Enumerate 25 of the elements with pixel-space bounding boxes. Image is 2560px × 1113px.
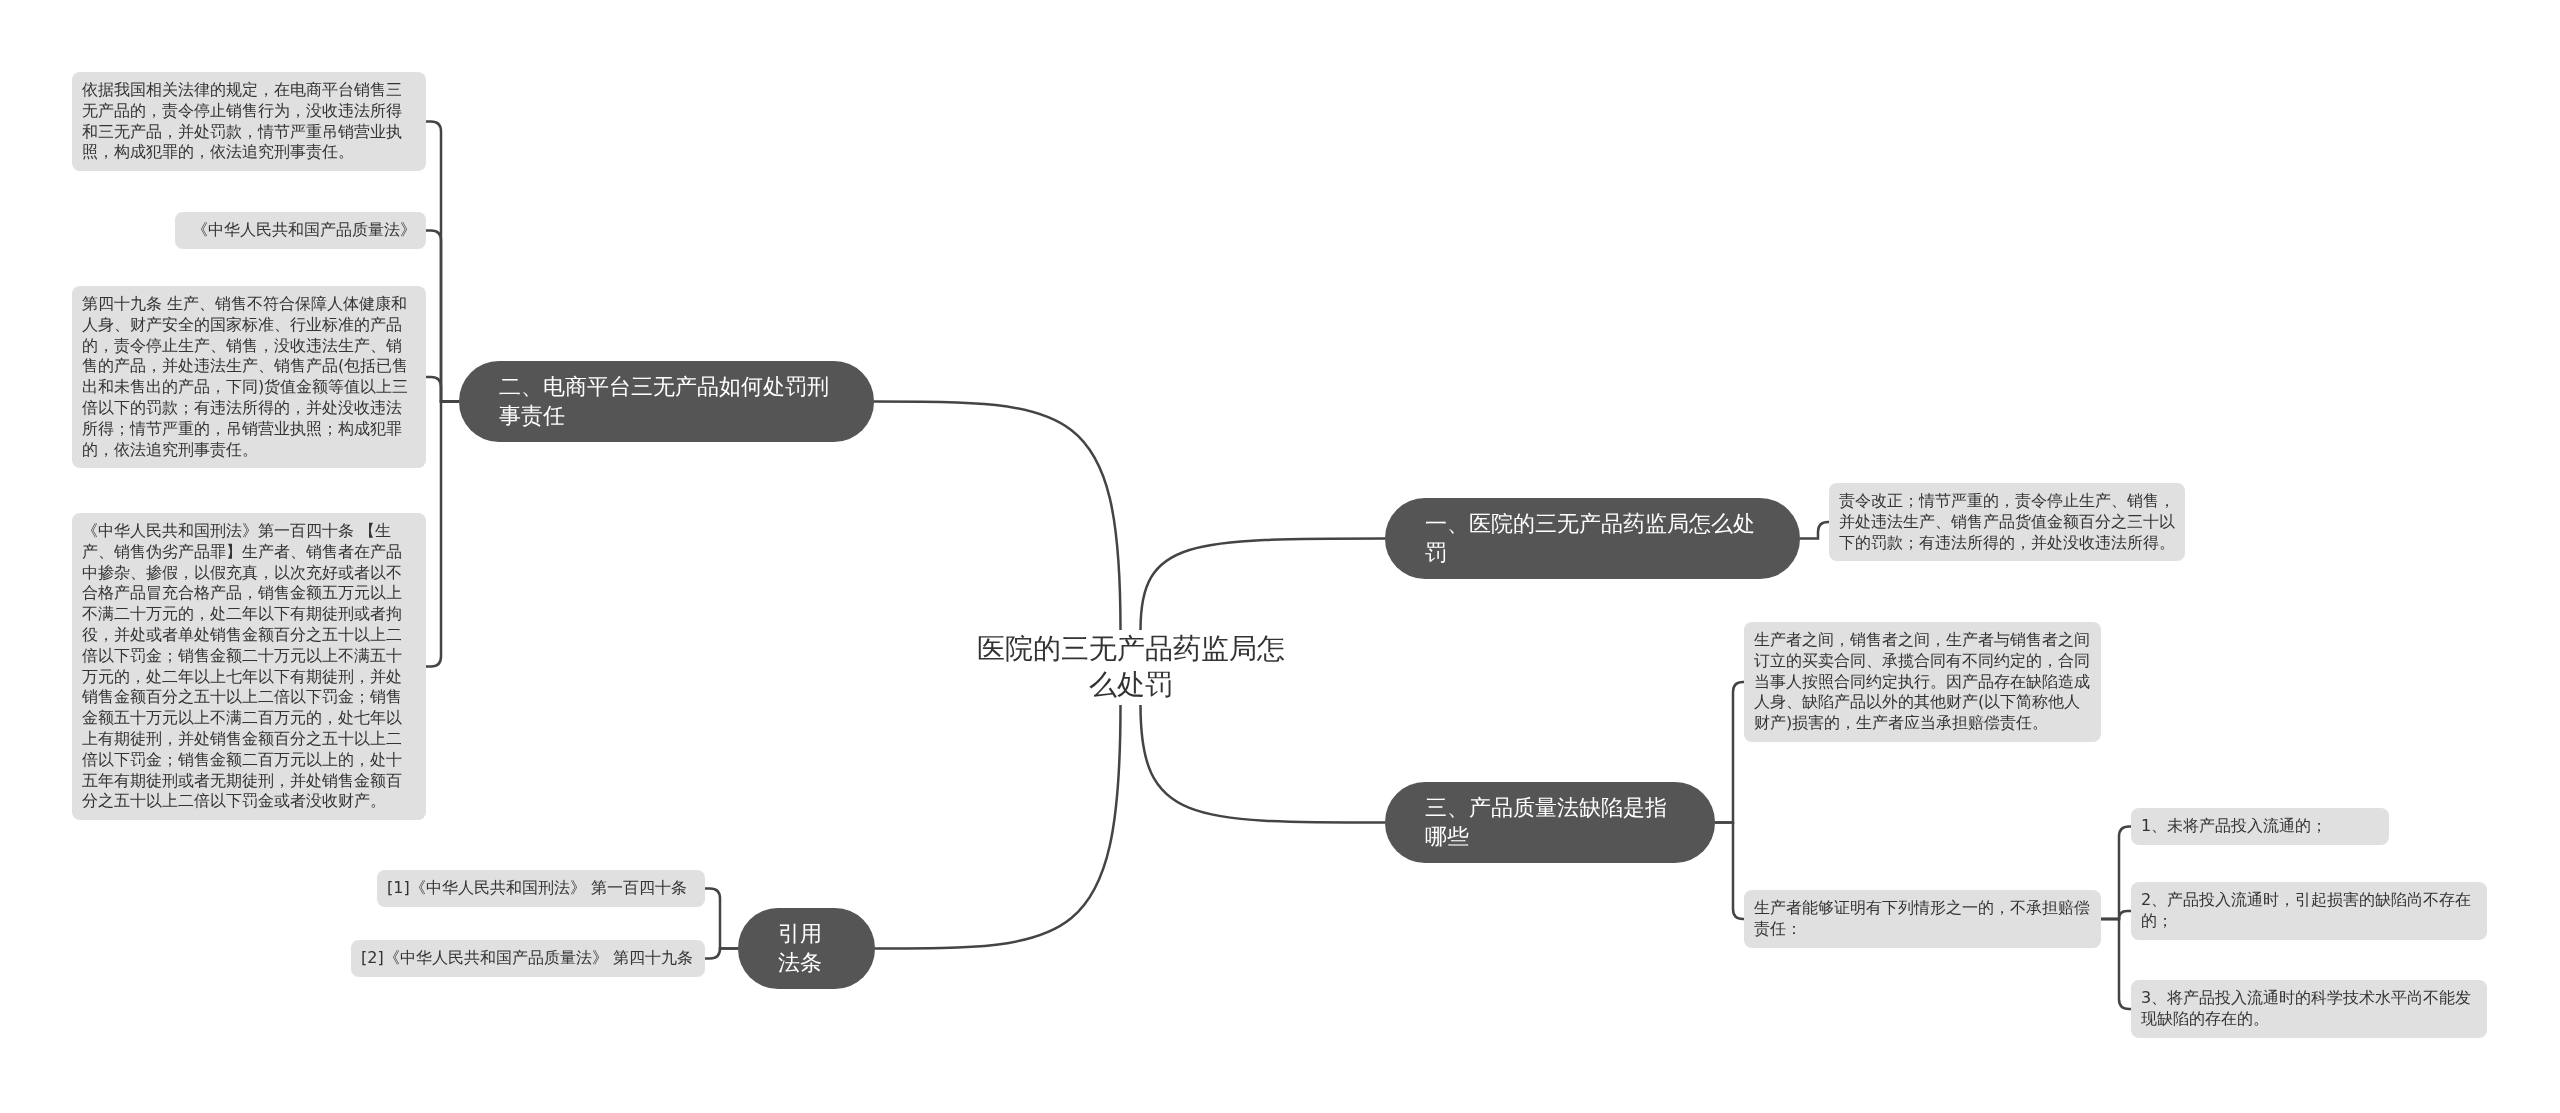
- connector-line: [705, 947, 738, 960]
- topic-pill: 三、产品质量法缺陷是指哪些: [1385, 782, 1715, 864]
- note-box: [1]《中华人民共和国刑法》 第一百四十条: [377, 870, 705, 907]
- connector-line: [2101, 917, 2131, 1011]
- topic-pill: 二、电商平台三无产品如何处罚刑事责任: [459, 361, 874, 443]
- connector-line: [874, 400, 1122, 631]
- connector-line: [1139, 704, 1385, 824]
- note-box: 生产者能够证明有下列情形之一的，不承担赔偿责任：: [1744, 890, 2101, 948]
- connector-line: [1715, 821, 1745, 921]
- note-box: 第四十九条 生产、销售不符合保障人体健康和人身、财产安全的国家标准、行业标准的产品的，责令停止生产、销售，没收违法生产、销售的产品，并处违法生产、销售产品(包括已售出和未售出的产品，下同)货值金额等值以上三倍以下的罚款；有违法所得的，并处没收违法所得；情节严重的，吊销营业执照；构成犯罪的，依法追究刑事责任。: [72, 286, 426, 469]
- connector-line: [1800, 520, 1830, 540]
- note-box: 《中华人民共和国产品质量法》: [175, 212, 426, 249]
- central-topic: 医院的三无产品药监局怎么处罚: [963, 625, 1298, 710]
- note-box: 依据我国相关法律的规定，在电商平台销售三无产品的，责令停止销售行为，没收违法所得和三无产品，并处罚款，情节严重吊销营业执照，构成犯罪的，依法追究刑事责任。: [72, 72, 426, 172]
- note-box: 责令改正；情节严重的，责令停止生产、销售，并处违法生产、销售产品货值金额百分之三十以下的罚款；有违法所得的，并处没收违法所得。: [1829, 483, 2185, 562]
- note-box: 1、未将产品投入流通的；: [2131, 808, 2389, 845]
- connector-line: [1139, 537, 1385, 631]
- note-box: 3、将产品投入流通时的科学技术水平尚不能发现缺陷的存在的。: [2131, 980, 2487, 1038]
- note-box: 《中华人民共和国刑法》第一百四十条 【生产、销售伪劣产品罪】生产者、销售者在产品中掺杂、掺假，以假充真，以次充好或者以不合格产品冒充合格产品，销售金额五万元以上不满二十万元的，处二年以下有期徒刑或者拘役，并处或者单处销售金额百分之五十以上二倍以下罚金；销售金额二十万元以上不满五十万元的，处二年以上七年以下有期徒刑，并处销售金额百分之五十以上二倍以下罚金；销售金额五十万元以上不满二百万元的，处七年以上有期徒刑，并处销售金额百分之五十以上二倍以下罚金；销售金额二百万元以上的，处十五年有期徒刑或者无期徒刑，并处销售金额百分之五十以上二倍以下罚金或者没收财产。: [72, 513, 426, 821]
- note-box: 生产者之间，销售者之间，生产者与销售者之间订立的买卖合同、承揽合同有不同约定的，合同当事人按照合同约定执行。因产品存在缺陷造成人身、缺陷产品以外的其他财产(以下简称他人财产)损害的，生产者应当承担赔偿责任。: [1744, 622, 2101, 742]
- topic-pill: 引用法条: [738, 908, 875, 990]
- topic-pill: 一、医院的三无产品药监局怎么处罚: [1385, 498, 1800, 580]
- note-box: 2、产品投入流通时，引起损害的缺陷尚不存在的；: [2131, 882, 2487, 940]
- note-box: [2]《中华人民共和国产品质量法》 第四十九条: [351, 940, 705, 977]
- connector-line: [875, 704, 1122, 950]
